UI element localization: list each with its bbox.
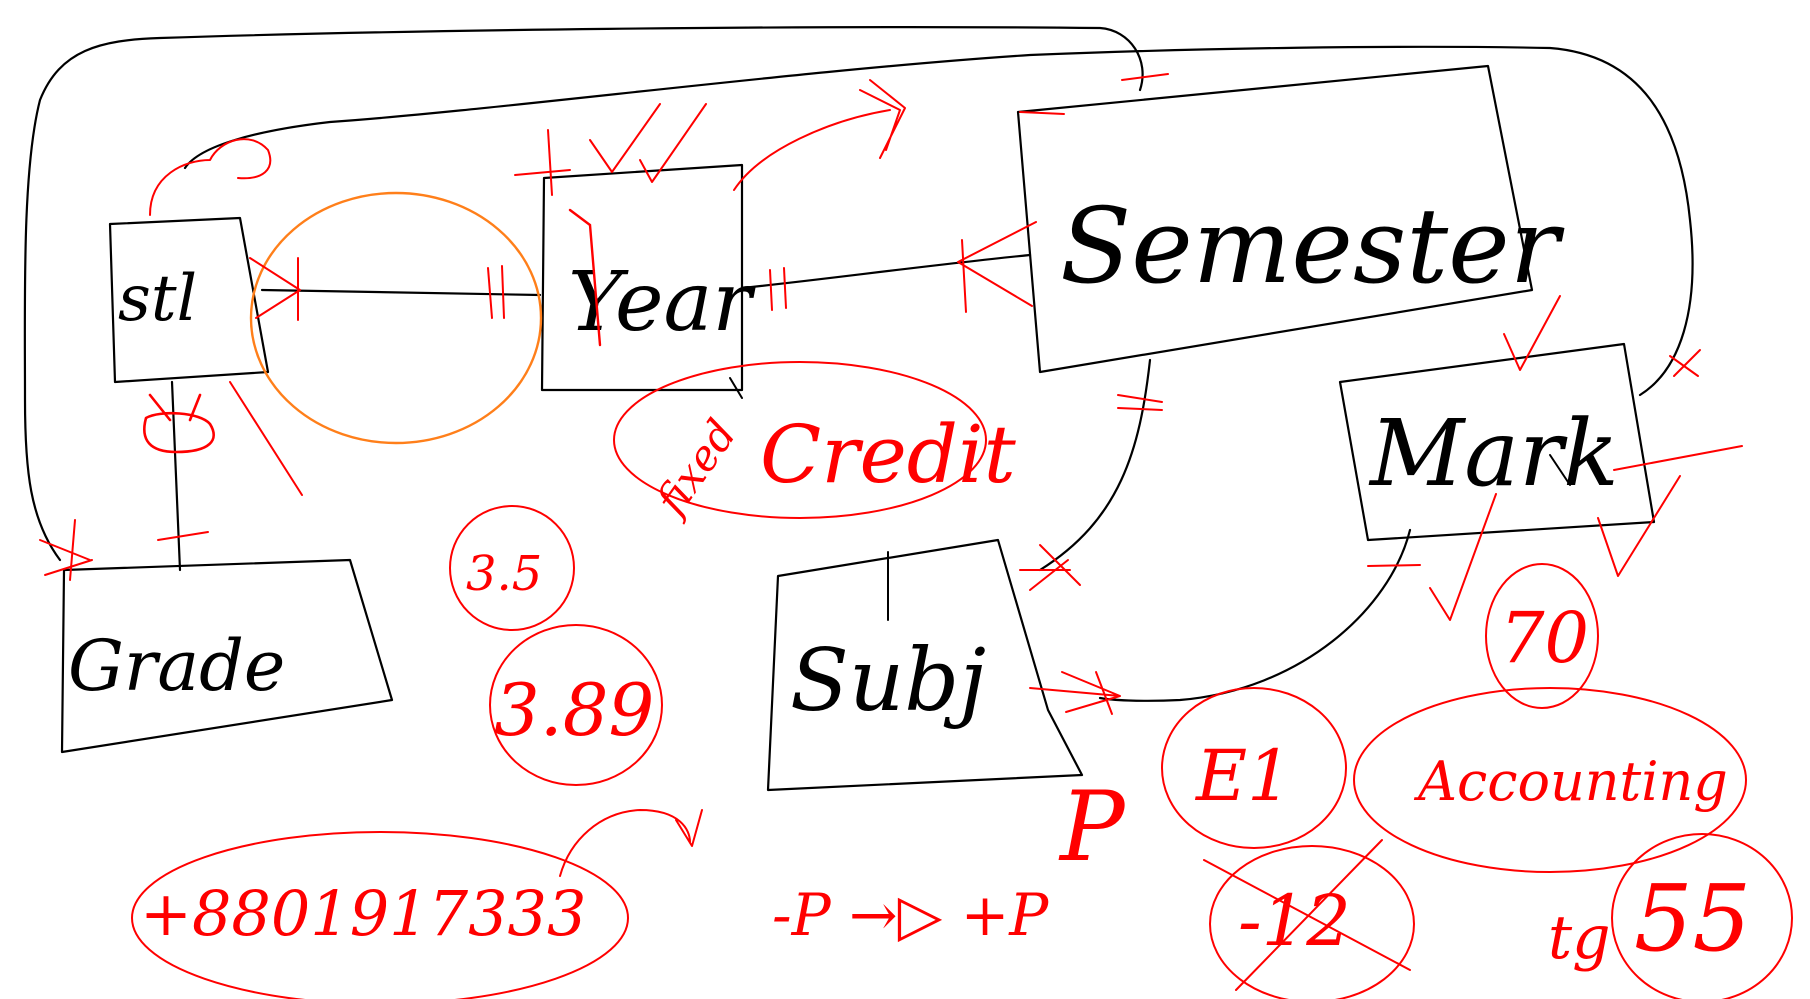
- phone-oval: [131, 831, 629, 999]
- score-circle: [1485, 563, 1599, 709]
- e1-annotation: E1: [1194, 735, 1292, 817]
- accounting-oval: [1353, 687, 1747, 873]
- gpa1-annotation: 3.5: [466, 546, 542, 602]
- std-year-line: [260, 288, 542, 297]
- mark-subject-link: [1098, 528, 1412, 702]
- semester-bottom-bar: [1117, 394, 1163, 411]
- subject-entity-box: [766, 538, 1084, 792]
- crossed-circle: [1209, 845, 1415, 999]
- std-grade-line: [170, 380, 182, 572]
- p-annotation: P: [1058, 771, 1126, 883]
- gpa2-annotation: 3.89: [494, 668, 654, 752]
- e1-circle: [1161, 687, 1347, 849]
- mark-right-cross: [1669, 349, 1701, 377]
- std-top-marker: [149, 138, 272, 216]
- semester-top-bar: [1019, 73, 1169, 115]
- year-side-double-bar: [487, 265, 505, 319]
- semester-subject-link: [1038, 358, 1152, 572]
- semester-entity-box: [1016, 64, 1534, 374]
- year-pointer: [729, 377, 743, 399]
- gpa2-circle: [489, 624, 663, 786]
- phone-curved-arrow: [559, 809, 703, 877]
- phone-annotation: +8801917333: [140, 877, 586, 950]
- grade-top-bar: [157, 531, 209, 541]
- crossed-annotation: -12: [1238, 880, 1351, 962]
- subject-label: Subj: [790, 631, 986, 731]
- grade-label: Grade: [68, 625, 285, 707]
- mark-entity-box: [1338, 342, 1656, 542]
- year-entity-box: [540, 163, 744, 392]
- fixed-annotation: fixed: [645, 411, 746, 526]
- year-y-underline: [568, 208, 602, 347]
- mark-checkmarks: [1429, 295, 1743, 621]
- std-diagonal-strike: [229, 381, 303, 496]
- grade-left-crowfoot: [39, 519, 93, 581]
- fixed-credit-oval: [613, 361, 987, 519]
- subject-crowfoot-top: [1019, 544, 1081, 591]
- std-crowfoot: [249, 257, 301, 321]
- mark-arrow-out: [1549, 454, 1571, 486]
- p-arrow-annotation: -P →▷ +P: [772, 881, 1049, 949]
- year-curved-arrow: [733, 79, 906, 191]
- year-semester-line: [740, 253, 1032, 290]
- outer-loop-right: [183, 45, 1694, 397]
- mark-bottom-bar: [1367, 564, 1421, 567]
- gpa1-circle: [449, 505, 575, 631]
- semester-label: Semester: [1060, 185, 1565, 307]
- std-label: stl: [118, 262, 197, 336]
- score-annotation: 70: [1500, 597, 1589, 679]
- mark-label: Mark: [1368, 400, 1619, 507]
- std-year-highlight: [249, 191, 543, 445]
- std-entity-box: [108, 216, 270, 384]
- credit-annotation: Credit: [760, 408, 1017, 501]
- semester-crowfoot: [957, 221, 1037, 313]
- subject-arrow-right: [1029, 671, 1121, 715]
- tag-annotation: tg: [1548, 903, 1611, 973]
- year-top-cross: [514, 129, 571, 196]
- score2-annotation: 55: [1634, 865, 1751, 972]
- std-bottom-circle: [143, 393, 215, 454]
- accounting-annotation: Accounting: [1413, 750, 1728, 813]
- year-checkmarks: [589, 103, 707, 183]
- score2-circle: [1611, 833, 1793, 999]
- year-out-double-bar: [769, 267, 787, 311]
- grade-entity-box: [60, 558, 394, 754]
- outer-loop-left: [23, 26, 1144, 562]
- crossed-strike: [1203, 839, 1411, 991]
